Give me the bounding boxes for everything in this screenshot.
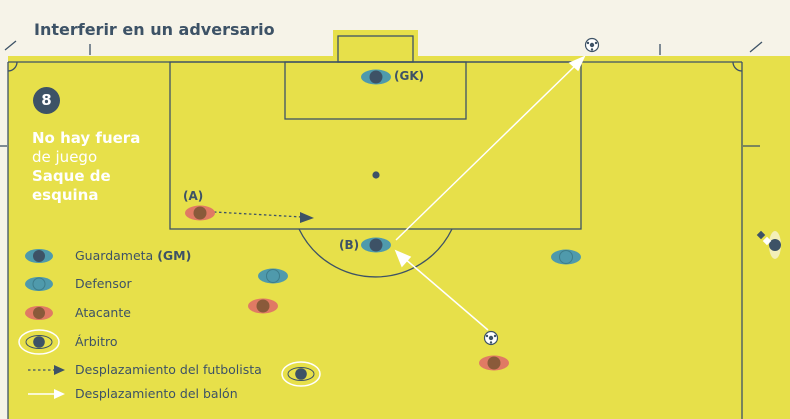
legend-goalkeeper-text: Guardameta (GM) bbox=[75, 248, 191, 263]
legend-attacker-label: Atacante bbox=[75, 305, 131, 320]
legend-referee-label: Árbitro bbox=[75, 334, 118, 349]
legend-defender-marker bbox=[25, 277, 53, 291]
goalkeeper-label: (GK) bbox=[394, 69, 425, 83]
legend-player-movement-label: Desplazamiento del futbolista bbox=[75, 362, 262, 377]
scenario-line-3: Saque de bbox=[32, 167, 111, 185]
ball-path-long-arrowhead bbox=[568, 55, 586, 72]
legend-goalkeeper-abbr: (GM) bbox=[157, 248, 192, 263]
defender-player-right bbox=[551, 249, 581, 265]
penalty-spot bbox=[372, 171, 380, 179]
attacker-player-center bbox=[248, 298, 278, 314]
legend-ball-movement-arrowhead bbox=[54, 389, 65, 399]
corner-arc-right bbox=[732, 61, 743, 72]
scenario-number-badge: 8 bbox=[33, 87, 60, 114]
attacker-a-player bbox=[185, 205, 215, 221]
defender-b-player bbox=[361, 237, 391, 253]
scenario-description: No hay fuera de juego Saque de esquina bbox=[32, 129, 140, 205]
goal-area bbox=[284, 61, 467, 120]
legend-player-movement-arrowhead bbox=[54, 365, 65, 375]
scenario-line-4: esquina bbox=[32, 186, 99, 204]
legend-attacker-marker bbox=[25, 306, 53, 320]
legend-defender-label: Defensor bbox=[75, 276, 132, 291]
legend-ball-movement-label: Desplazamiento del balón bbox=[75, 386, 238, 401]
referee-player bbox=[281, 361, 321, 387]
legend-goalkeeper-label: Guardameta bbox=[75, 248, 154, 263]
scenario-line-1: No hay fuera bbox=[32, 129, 141, 147]
scenario-line-2: de juego bbox=[32, 148, 98, 166]
penalty-arc bbox=[298, 228, 453, 278]
page-title: Interferir en un adversario bbox=[34, 20, 275, 39]
corner-arc-left bbox=[7, 61, 18, 72]
ball-top bbox=[584, 37, 600, 53]
legend-referee-marker bbox=[18, 329, 60, 355]
ball-path-long bbox=[395, 63, 578, 241]
goal-fill bbox=[333, 30, 418, 57]
corner-tick-left bbox=[4, 40, 17, 51]
ball-corner bbox=[483, 330, 499, 346]
attacker-movement-arrowhead bbox=[300, 212, 314, 223]
attacker-corner-taker bbox=[479, 355, 509, 371]
legend-goalkeeper-marker bbox=[25, 249, 53, 263]
attacker-a-label: (A) bbox=[183, 189, 204, 203]
corner-tick-right bbox=[749, 41, 763, 53]
ball-path-short bbox=[403, 257, 489, 331]
goalkeeper-player bbox=[361, 69, 391, 85]
ball-paths bbox=[394, 55, 586, 331]
pitch-markings bbox=[0, 35, 763, 419]
ball-path-short-arrowhead bbox=[394, 249, 412, 268]
defender-b-label: (B) bbox=[339, 238, 360, 252]
defender-player-center bbox=[258, 268, 288, 284]
